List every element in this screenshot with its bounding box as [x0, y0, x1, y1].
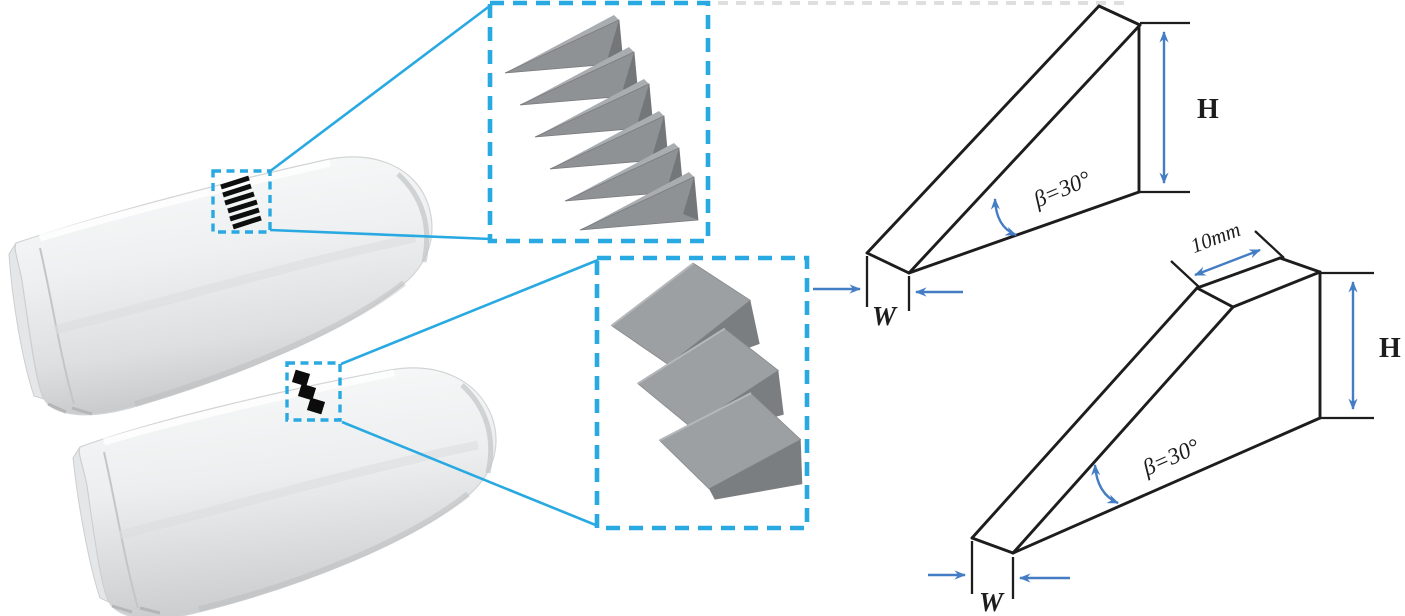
diagram-sharp-wedge: H W β=30° — [813, 4, 1219, 331]
train-nose-crease — [460, 383, 494, 474]
train-underside-shadow — [198, 491, 470, 612]
train-tail-cap — [72, 446, 111, 604]
diagram-truncated-wedge: H W β=30° 10mm — [928, 217, 1401, 616]
top-length-label: 10mm — [1187, 217, 1244, 258]
inset-box-bottom-outline — [594, 255, 810, 531]
vg-patch-bottom-marks — [291, 369, 326, 415]
callout-lines — [268, 3, 599, 528]
sharp-wedge-extension-lines — [865, 21, 1190, 311]
train-roof-highlight — [38, 159, 331, 242]
callout-line-top-upper — [268, 3, 492, 174]
truncated-wedge-dimension-arrows — [928, 248, 1358, 583]
vg-patch-top-outline — [211, 169, 272, 234]
truncated-wedge-extension-lines — [970, 230, 1374, 599]
width-label: W — [872, 301, 898, 331]
train-underside-shadow — [134, 280, 406, 407]
callout-line-top-lower — [269, 228, 492, 241]
train-shoulder-crease — [118, 440, 479, 540]
height-label: H — [1379, 333, 1401, 364]
callout-line-bottom-upper — [340, 258, 599, 366]
vg-patch-top — [211, 169, 272, 234]
train-tail-notch — [111, 604, 161, 615]
train-tail-notch — [47, 402, 93, 416]
train-roof-highlight — [102, 369, 395, 446]
inset-bottom-wedges — [607, 259, 814, 511]
height-label: H — [1197, 94, 1219, 125]
vg-patch-top-marks — [220, 175, 262, 230]
train-shoulder-crease — [53, 233, 416, 335]
inset-box-top-outline — [487, 0, 711, 244]
inset-box-bottom — [594, 255, 814, 531]
vg-patch-bottom-outline — [285, 361, 342, 422]
sharp-wedge-outline — [865, 4, 1142, 275]
angle-label: β=30° — [1029, 166, 1094, 213]
inset-box-top — [487, 0, 711, 244]
callout-line-bottom-lower — [341, 420, 599, 528]
angle-arc-arrow — [990, 198, 1017, 237]
train-nose-crease — [396, 172, 430, 263]
angle-arc-arrow — [1091, 464, 1119, 505]
sharp-wedge-dimension-arrows — [813, 31, 1169, 297]
vg-patch-bottom — [285, 361, 342, 422]
train-model-top — [8, 156, 433, 416]
inset-top-wedges — [504, 14, 699, 231]
truncated-wedge-outline — [970, 256, 1322, 555]
width-label: W — [979, 587, 1005, 616]
top-length-arrow — [1194, 248, 1261, 277]
train-tail-cap — [8, 242, 46, 400]
train-model-bottom — [72, 361, 497, 616]
